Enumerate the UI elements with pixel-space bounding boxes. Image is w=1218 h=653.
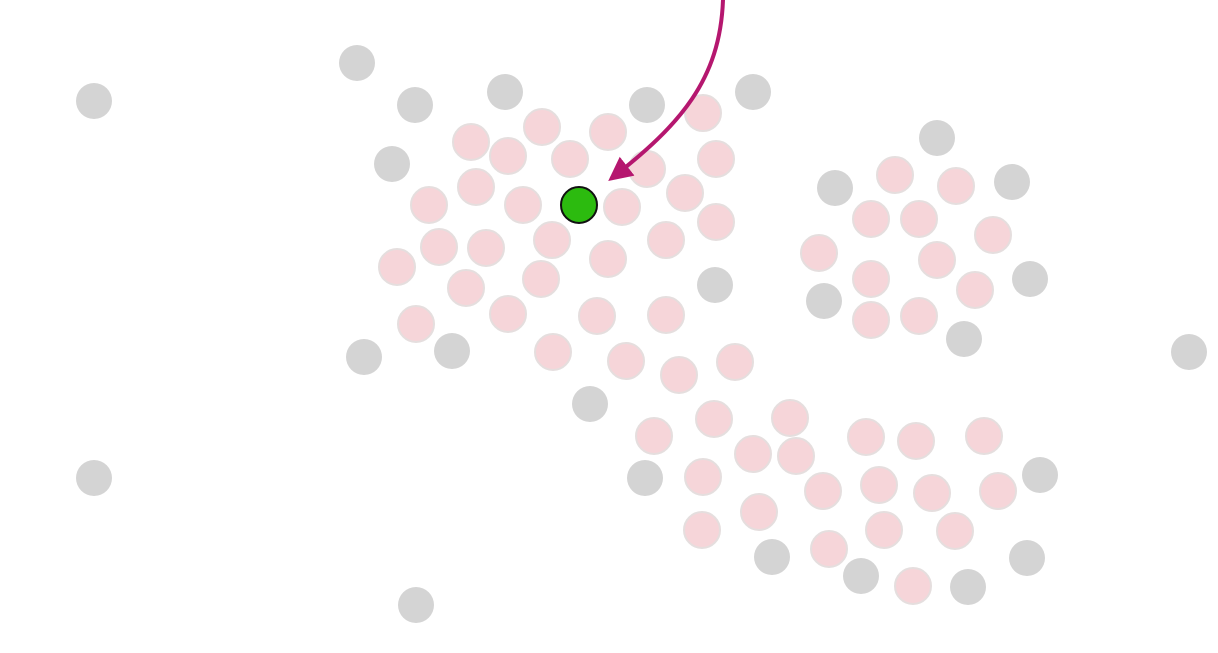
pink-dot (447, 269, 485, 307)
pink-dot (697, 140, 735, 178)
pink-dot (900, 200, 938, 238)
pink-dot (865, 511, 903, 549)
gray-dot (397, 87, 433, 123)
pink-dot (397, 305, 435, 343)
gray-dot (1012, 261, 1048, 297)
gray-dot (572, 386, 608, 422)
pink-dot (467, 229, 505, 267)
pink-dot (489, 295, 527, 333)
pink-dot (937, 167, 975, 205)
pink-dot (647, 296, 685, 334)
pink-dot (979, 472, 1017, 510)
gray-dot (398, 587, 434, 623)
gray-dot (946, 321, 982, 357)
pink-dot (635, 417, 673, 455)
pink-dot (523, 108, 561, 146)
pink-dot (452, 123, 490, 161)
gray-dot-group (76, 45, 1207, 623)
gray-dot (346, 339, 382, 375)
pink-dot (734, 435, 772, 473)
gray-dot (339, 45, 375, 81)
pink-dot (489, 137, 527, 175)
gray-dot (1009, 540, 1045, 576)
pink-dot (578, 297, 616, 335)
gray-dot (994, 164, 1030, 200)
gray-dot (754, 539, 790, 575)
curved-arrow-icon (608, 0, 725, 181)
gray-dot (1022, 457, 1058, 493)
pink-dot (876, 156, 914, 194)
pink-dot (804, 472, 842, 510)
pink-dot (589, 240, 627, 278)
gray-dot (487, 74, 523, 110)
pink-dot (740, 493, 778, 531)
gray-dot (627, 460, 663, 496)
pink-dot (589, 113, 627, 151)
pink-dot (852, 260, 890, 298)
gray-dot (806, 283, 842, 319)
pink-dot (697, 203, 735, 241)
gray-dot (76, 83, 112, 119)
gray-dot (434, 333, 470, 369)
gray-dot (76, 460, 112, 496)
gray-dot (950, 569, 986, 605)
gray-dot (919, 120, 955, 156)
pink-dot (378, 248, 416, 286)
pink-dot (913, 474, 951, 512)
pink-dot (894, 567, 932, 605)
pink-dot (860, 466, 898, 504)
pink-dot (936, 512, 974, 550)
highlighted-green-dot (560, 186, 598, 224)
pink-dot (684, 94, 722, 132)
pink-dot (660, 356, 698, 394)
pink-dot (771, 399, 809, 437)
gray-dot (735, 74, 771, 110)
gray-dot (1171, 334, 1207, 370)
pink-dot (410, 186, 448, 224)
pink-dot (420, 228, 458, 266)
gray-dot (817, 170, 853, 206)
pink-dot (974, 216, 1012, 254)
pink-dot (683, 511, 721, 549)
pink-dot (607, 342, 645, 380)
pink-dot (666, 174, 704, 212)
pink-dot-group (378, 94, 1017, 605)
pink-dot (918, 241, 956, 279)
gray-dot (697, 267, 733, 303)
gray-dot (843, 558, 879, 594)
pink-dot (695, 400, 733, 438)
pink-dot (533, 221, 571, 259)
pink-dot (522, 260, 560, 298)
pink-dot (504, 186, 542, 224)
pink-dot (684, 458, 722, 496)
pink-dot (716, 343, 754, 381)
pink-dot (551, 140, 589, 178)
pink-dot (900, 297, 938, 335)
pink-dot (647, 221, 685, 259)
gray-dot (629, 87, 665, 123)
pink-dot (534, 333, 572, 371)
pink-dot (628, 150, 666, 188)
pink-dot (852, 200, 890, 238)
pink-dot (956, 271, 994, 309)
gray-dot (374, 146, 410, 182)
pink-dot (852, 301, 890, 339)
pink-dot (965, 417, 1003, 455)
pink-dot (777, 437, 815, 475)
pink-dot (800, 234, 838, 272)
pink-dot (897, 422, 935, 460)
pink-dot (810, 530, 848, 568)
pink-dot (603, 188, 641, 226)
pink-dot (847, 418, 885, 456)
pink-dot (457, 168, 495, 206)
